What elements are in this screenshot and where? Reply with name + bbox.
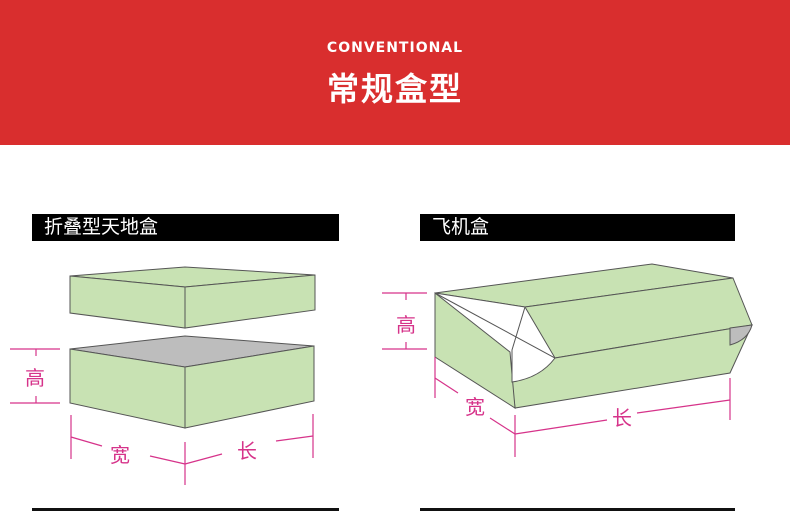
next-section-divider-left <box>32 508 339 511</box>
airplane-box-diagram: 高 宽 长 <box>382 263 753 457</box>
dim-height-label: 高 <box>25 366 45 390</box>
folding-lid-box-diagram: 高 宽 长 <box>10 266 316 485</box>
header-title: 常规盒型 <box>326 70 463 108</box>
next-section-divider-right <box>420 508 735 511</box>
box-label-airplane: 飞机盒 <box>420 214 735 241</box>
dim-height-label: 高 <box>396 313 416 337</box>
dim-width-label: 宽 <box>465 395 485 419</box>
dim-length-label: 长 <box>237 439 257 463</box>
dim-width-label: 宽 <box>110 443 130 467</box>
box-label-folding-lid: 折叠型天地盒 <box>32 214 339 241</box>
header-banner: CONVENTIONAL 常规盒型 <box>0 0 790 145</box>
header-subtitle: CONVENTIONAL <box>326 40 464 56</box>
dim-length-label: 长 <box>612 406 632 430</box>
